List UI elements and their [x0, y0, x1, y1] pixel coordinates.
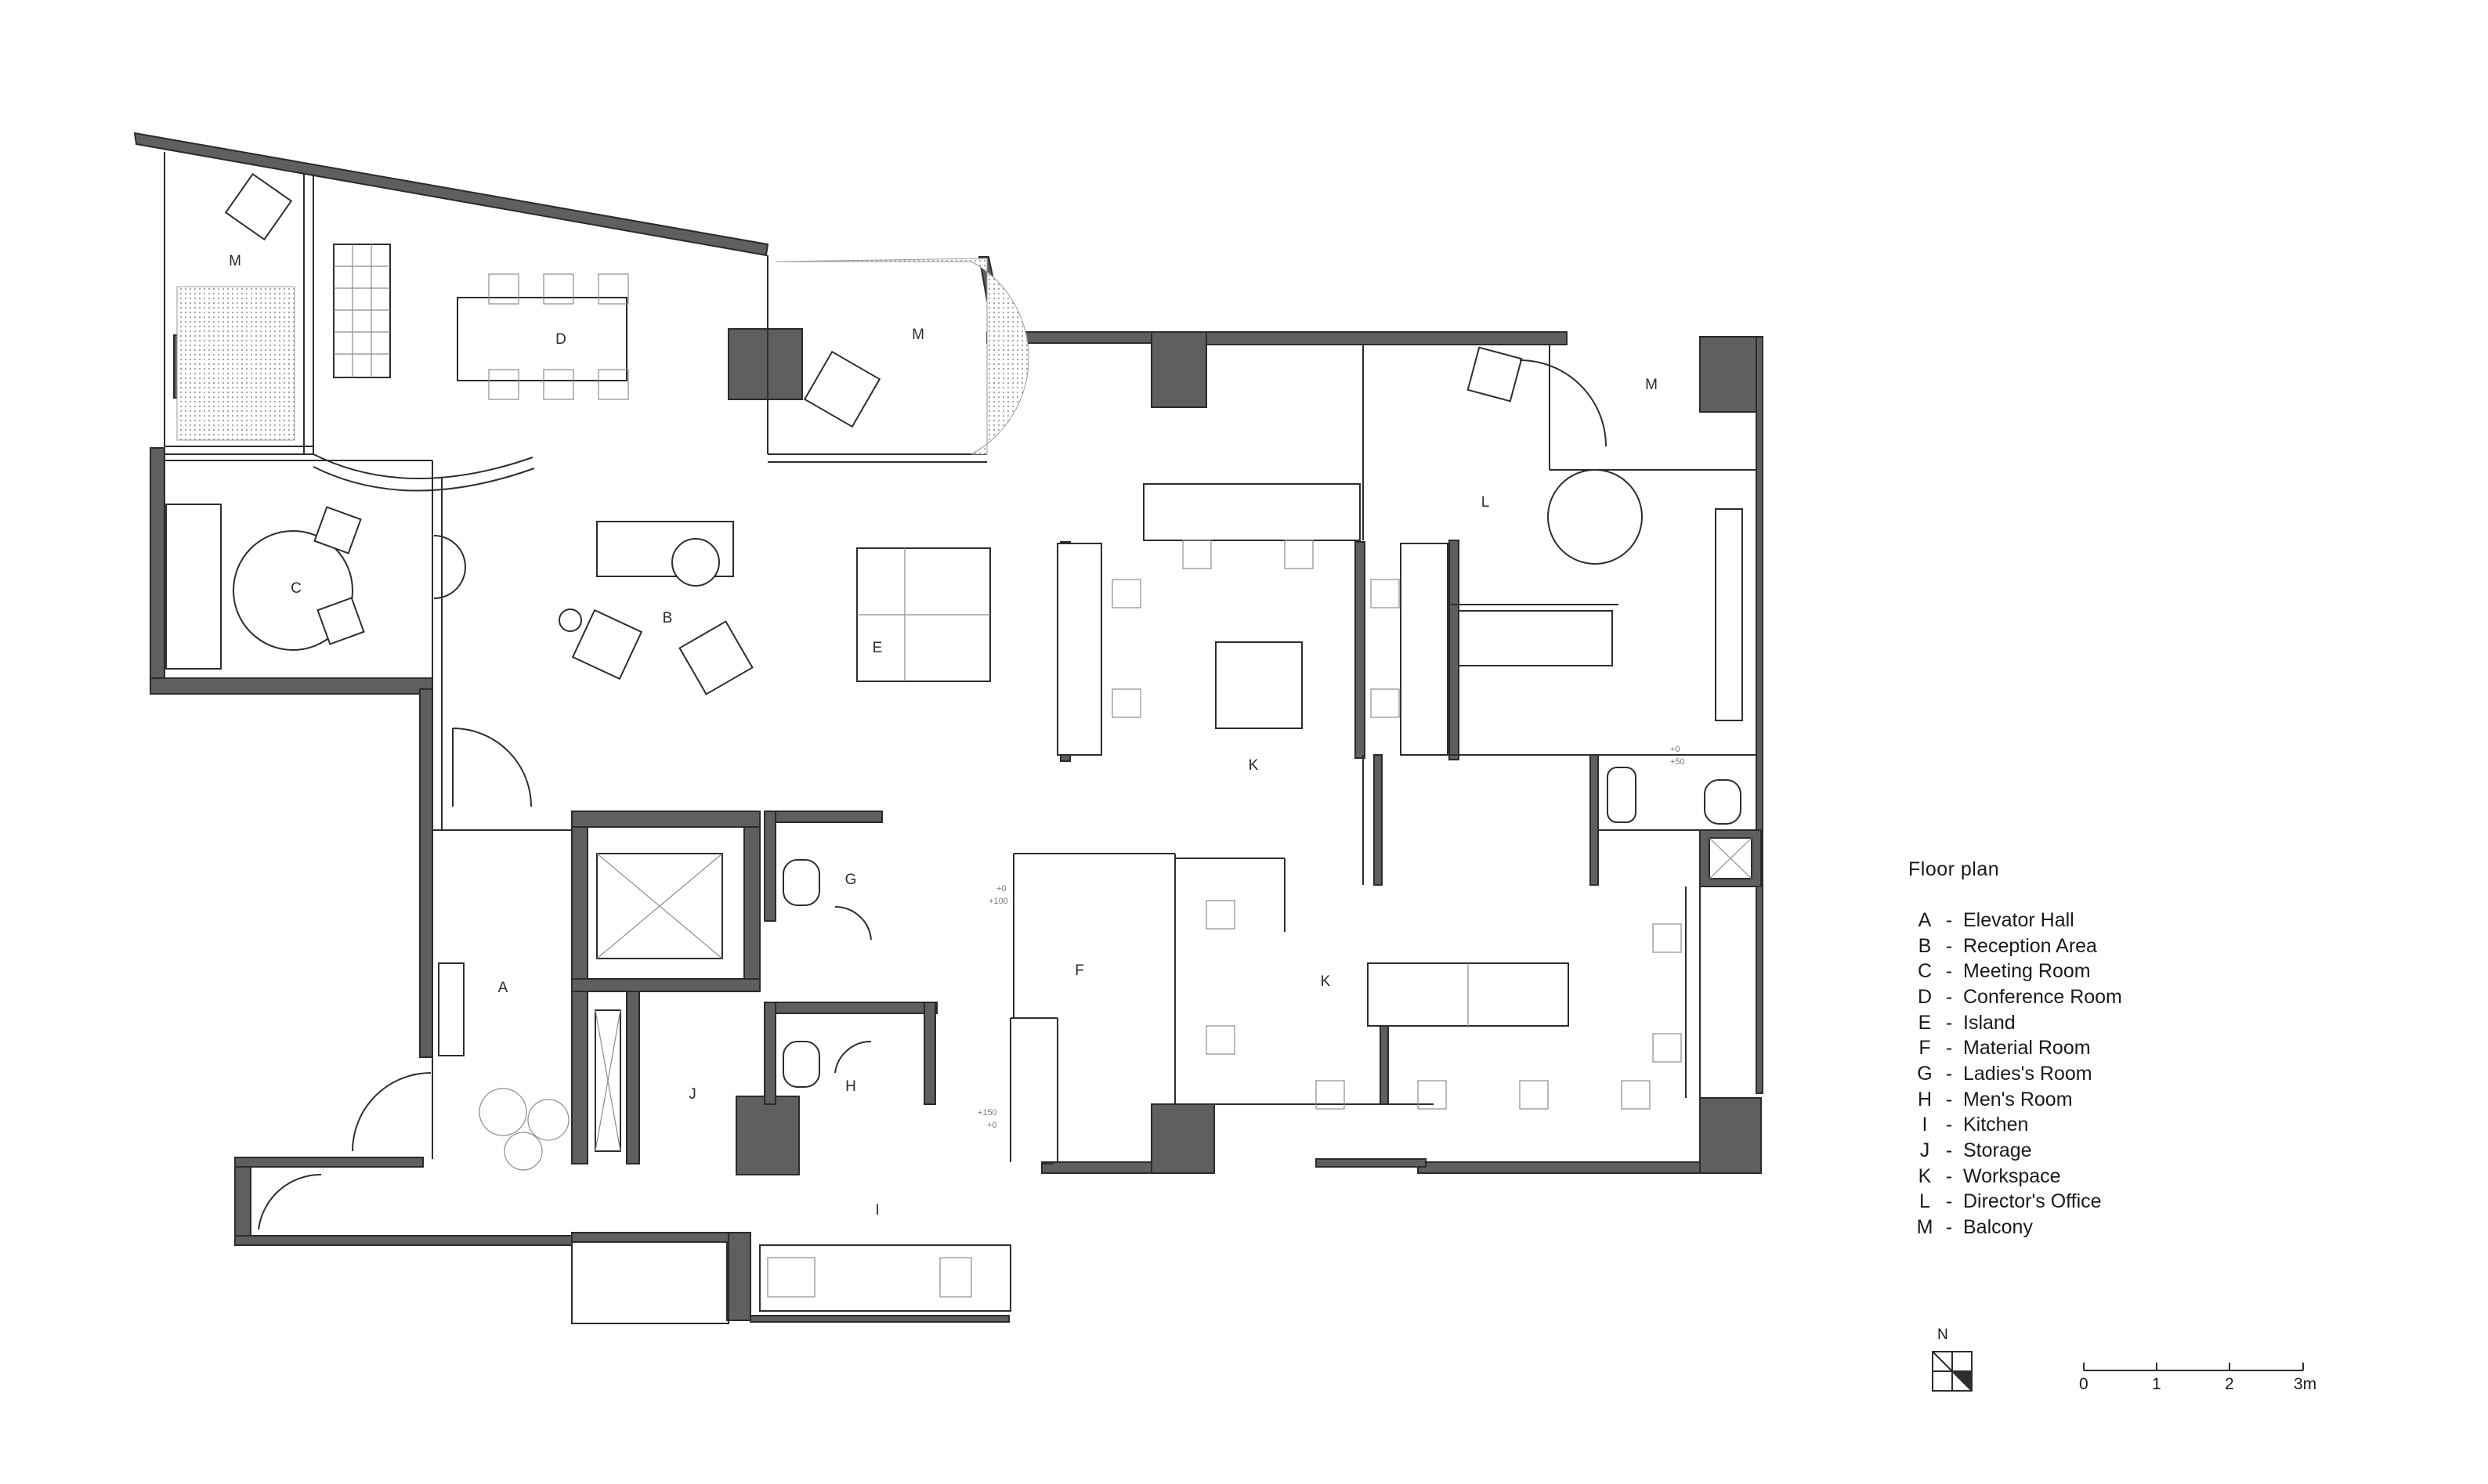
legend-key: M [1916, 1216, 1933, 1239]
legend-name: Elevator Hall [1963, 908, 2074, 931]
room-label-m-ne: M [912, 327, 924, 343]
room-label-m-e: M [1645, 377, 1658, 393]
legend-row: H-Men's Room [1908, 1087, 2237, 1113]
legend-row: B-Reception Area [1908, 933, 2237, 959]
legend-key: G [1917, 1062, 1933, 1085]
legend-row: G-Ladies's Room [1908, 1061, 2237, 1087]
level-mark: +50 [1670, 757, 1685, 767]
room-label-d: D [555, 331, 566, 348]
legend-key: K [1918, 1164, 1932, 1187]
legend-row: E-Island [1908, 1010, 2237, 1036]
legend-name: Island [1963, 1011, 2016, 1034]
room-label-f: F [1075, 962, 1084, 979]
legend-row: F-Material Room [1908, 1035, 2237, 1061]
legend-row: J-Storage [1908, 1138, 2237, 1164]
legend-name: Director's Office [1963, 1190, 2102, 1213]
room-label-b: B [663, 610, 673, 626]
room-label-l: L [1481, 494, 1490, 511]
legend-name: Material Room [1963, 1037, 2091, 1060]
room-label-j: J [689, 1086, 696, 1103]
north-label: N [1937, 1327, 1948, 1343]
legend-row: I-Kitchen [1908, 1113, 2237, 1139]
level-mark: +100 [989, 897, 1008, 906]
doors [258, 359, 1607, 1230]
legend-name: Men's Room [1963, 1088, 2073, 1110]
interior-lines [164, 152, 1756, 1324]
room-label-k-upper: K [1249, 757, 1259, 774]
scale-tick-label: 0 [2079, 1375, 2088, 1393]
legend-row: K-Workspace [1908, 1164, 2237, 1190]
legend-name: Ladies's Room [1963, 1062, 2092, 1085]
legend-row: A-Elevator Hall [1908, 908, 2237, 933]
legend-title: Floor plan [1908, 858, 2000, 880]
legend-row: L-Director's Office [1908, 1190, 2237, 1215]
room-label-g: G [845, 872, 857, 888]
north-arrow-icon [1932, 1351, 1973, 1392]
legend-name: Balcony [1963, 1216, 2033, 1239]
legend-name: Storage [1963, 1139, 2032, 1162]
scale-tick-label: 1 [2152, 1375, 2161, 1393]
room-label-k-lower: K [1321, 973, 1331, 990]
legend-key: E [1918, 1011, 1932, 1034]
legend-name: Workspace [1963, 1164, 2061, 1187]
room-label-a: A [498, 980, 508, 996]
legend-name: Kitchen [1963, 1114, 2029, 1136]
legend-name: Reception Area [1963, 934, 2097, 957]
scale-tick-label: 2 [2225, 1375, 2234, 1393]
level-mark: +0 [987, 1121, 997, 1130]
room-label-e: E [873, 640, 883, 656]
legend-key: J [1919, 1139, 1930, 1162]
legend-key: L [1919, 1190, 1930, 1213]
level-mark: +150 [978, 1108, 997, 1118]
legend: Floor plan A-Elevator Hall B-Reception A… [1908, 858, 2237, 1240]
level-marks: +0 +100 +0 +50 +150 +0 [978, 745, 1685, 1130]
legend-row: C-Meeting Room [1908, 959, 2237, 984]
scale-bar [2083, 1363, 2304, 1371]
room-labels: A B C D E F G H I J K K L M M M [229, 253, 1658, 1219]
legend-name: Meeting Room [1963, 960, 2091, 983]
room-label-m-nw: M [229, 253, 241, 269]
room-label-h: H [845, 1078, 856, 1095]
legend-row: M-Balcony [1908, 1215, 2237, 1240]
legend-key: C [1917, 960, 1933, 983]
legend-key: H [1917, 1088, 1933, 1110]
furniture [165, 172, 1752, 1171]
room-label-i: I [875, 1202, 879, 1219]
legend-key: A [1918, 908, 1932, 931]
legend-key: B [1918, 934, 1932, 957]
level-mark: +0 [1670, 745, 1680, 754]
legend-key: D [1917, 985, 1933, 1008]
scale-tick-label: 3m [2294, 1375, 2317, 1393]
room-label-c: C [291, 580, 302, 597]
legend-row: D-Conference Room [1908, 984, 2237, 1010]
legend-name: Conference Room [1963, 985, 2122, 1008]
level-mark: +0 [996, 884, 1007, 894]
legend-key: I [1922, 1114, 1928, 1136]
legend-key: F [1918, 1037, 1931, 1060]
